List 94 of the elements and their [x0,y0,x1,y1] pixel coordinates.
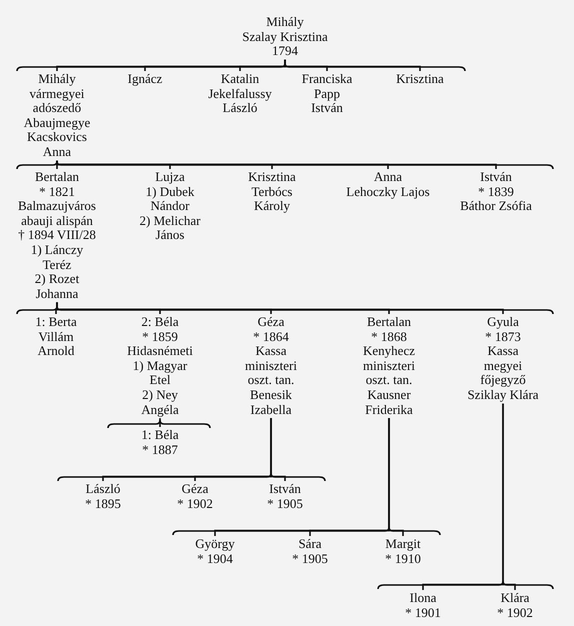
person-entry-text: Nándor [150,199,190,214]
person-entry-text: 2) Ney [141,388,179,403]
person-entry-text: Balmazujváros [18,199,96,214]
person-entry-text: István [479,170,513,185]
person-entry-text: Terbócs [250,184,294,200]
person-entry-text: Franciska [302,72,352,87]
person-entry-text: adószedő [32,101,82,116]
person-entry-text: Izabella [249,402,293,418]
person-entry-text: 2) Melichar [140,214,200,228]
person-entry-text: * 1864 [252,330,290,344]
person-entry-text: * 1905 [292,552,328,566]
person-entry-text: Friderika [364,402,414,418]
person-entry-text: * 1873 [484,330,522,344]
person-entry-text: Gyula [486,315,520,330]
person-entry-text: Anna [42,144,72,160]
person-entry-text: 1) Dubek [144,184,196,200]
person-entry-text: Katalin [220,72,260,87]
person-entry-text: * 1839 [477,184,515,200]
person-entry-text: abauji alispán [21,214,93,228]
person-entry-text: Margit [385,537,421,552]
person-entry-text: Kausner [366,388,412,403]
person-entry-text: Károly [252,199,292,214]
person-entry-text: Arnold [36,344,76,359]
person-entry-text: Anna [372,170,404,185]
person-entry-text: István [268,482,302,497]
person-entry-text: 1: Béla [141,428,179,443]
person-entry-text: * 1859 [141,330,179,344]
person-entry-text: Johanna [36,286,80,302]
person-entry-text: Hidasnémeti [127,344,193,359]
person-entry-text: vármegyei [28,86,86,102]
person-entry-text: Mihály [265,15,305,30]
person-entry-text: * 1895 [85,496,121,512]
family-line [388,418,404,536]
person-entry-text: 2) Rozet [34,272,80,287]
person-entry-text: * 1868 [370,330,408,344]
person-entry-text: Angéla [140,402,180,418]
person-entry-text: Mihály [37,72,77,87]
person-entry-text: * 1905 [267,496,303,512]
person-entry-text: György [195,537,235,552]
family-line [502,404,516,590]
person-entry-text: 1) Lánczy [30,242,84,258]
person-entry-text: 1: Berta [35,315,77,330]
person-entry-text: Kassa [254,344,288,359]
person-entry-text: † 1894 VIII/28 [18,228,96,243]
person-entry-text: Benesik [249,388,293,403]
person-entry-text: Lujza [154,170,186,185]
person-entry-text: megyei [482,358,524,374]
person-entry-text: * 1887 [141,442,179,458]
family-line [159,418,161,427]
person-entry-text: Jekelfalussy [208,86,272,102]
family-line [56,160,497,170]
person-entry-text: Klára [500,591,530,606]
person-entry-text: Bertalan [366,315,412,330]
person-entry-text: Kassa [486,344,520,359]
person-entry-text: János [154,228,186,243]
person-entry-text: László [222,101,258,116]
person-entry-text: Géza [256,315,286,330]
person-entry-text: Bertalan [34,170,80,185]
person-entry-text: Sára [297,537,323,552]
person-entry-text: * 1902 [177,496,213,512]
family-line [284,60,421,71]
person-entry-text: Abaujmegye [24,116,90,130]
person-entry-text: 2: Béla [140,315,180,330]
family-line [270,418,286,481]
person-entry-text: Ilona [408,591,438,606]
person-entry-text: Báthor Zsófia [460,199,532,214]
person-entry-text: * 1821 [38,184,76,200]
person-entry-text: István [310,101,344,116]
person-entry-text: Krisztina [248,170,296,185]
person-entry-text: Kenyhecz [363,344,415,359]
person-entry-text: miniszteri [363,358,415,374]
person-entry-text: Teréz [42,258,72,272]
person-entry-text: Géza [180,482,210,497]
family-line [56,302,504,314]
person-entry-text: * 1910 [385,552,421,566]
person-entry-text: Lehoczky Lajos [346,184,430,200]
person-entry-text: Szalay Krisztina [242,30,328,44]
person-entry-text: oszt. tan. [364,373,414,388]
person-entry-text: Kacskovics [27,130,87,145]
person-entry-text: Papp [313,86,341,102]
person-entry-text: oszt. tan. [246,373,296,388]
person-entry-text: László [85,482,121,497]
person-entry-text: * 1902 [497,606,533,620]
person-entry-text: * 1904 [197,552,233,566]
person-entry-text: Etel [150,373,170,388]
person-entry-text: főjegyző [479,373,527,388]
person-entry-text: 1794 [272,44,299,59]
person-entry-text: * 1901 [405,606,441,620]
person-entry-text: Sziklay Klára [467,388,539,403]
person-entry-text: Villám [37,330,75,344]
person-entry-text: miniszteri [245,358,297,374]
person-entry-text: Krisztina [396,72,444,87]
person-entry-text: 1) Magyar [132,358,188,374]
person-entry-text: Ignácz [128,72,162,87]
